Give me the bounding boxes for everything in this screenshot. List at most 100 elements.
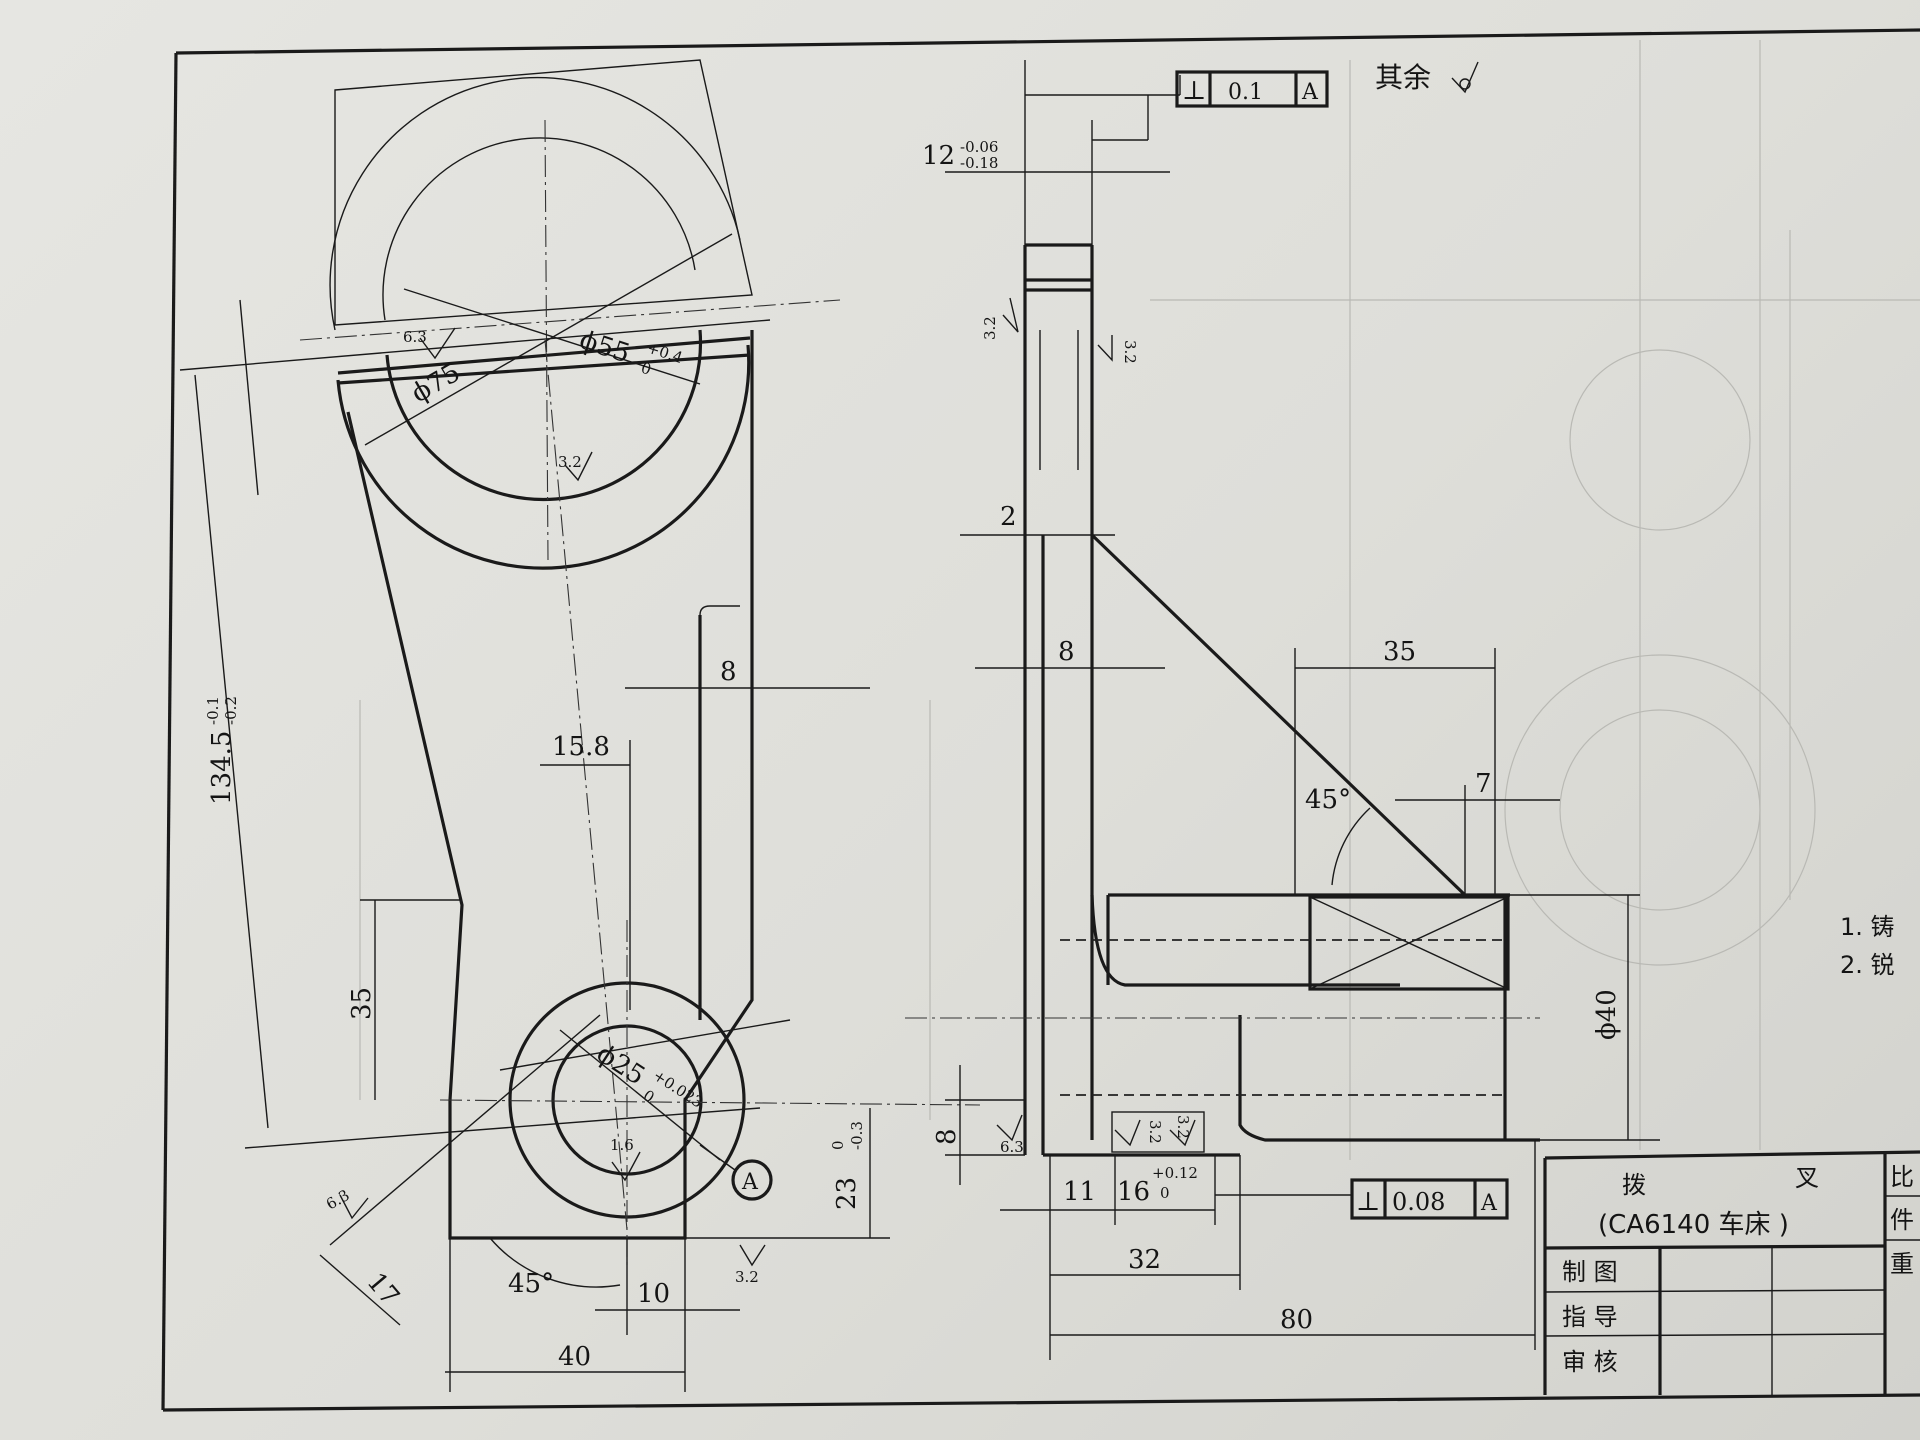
label-23-tol-up: 0 bbox=[829, 1140, 847, 1150]
phi25-leader bbox=[559, 1029, 721, 1161]
label-7: 7 bbox=[1475, 769, 1492, 799]
ext-bottom-134 bbox=[244, 1107, 761, 1149]
gdt-top-value: 0.1 bbox=[1228, 80, 1263, 105]
dim-134-line bbox=[194, 374, 269, 1129]
label-17: 17 bbox=[361, 1267, 405, 1312]
fork-split-line-b bbox=[337, 336, 751, 375]
title-block-top bbox=[1544, 1150, 1920, 1160]
title-block: 拨 叉 (CA6140 车床 ) 制 图 指 导 审 核 比 件 重 bbox=[1543, 1150, 1920, 1395]
rib-top bbox=[699, 605, 740, 616]
label-12: 12 bbox=[922, 141, 955, 171]
outer-arc bbox=[336, 344, 751, 570]
datum-a-leader bbox=[699, 1144, 736, 1171]
label-15-8: 15.8 bbox=[552, 732, 610, 762]
label-134-5: 134.5 bbox=[207, 731, 237, 805]
part-subtitle: (CA6140 车床 ) bbox=[1598, 1210, 1789, 1240]
side-view bbox=[905, 60, 1660, 1360]
gdt-bottom-datum: A bbox=[1480, 1191, 1498, 1216]
quantity-label: 件 bbox=[1890, 1206, 1914, 1234]
background-bleed-lines bbox=[359, 40, 1920, 1160]
label-16-tol-up: +0.12 bbox=[1152, 1164, 1198, 1182]
centerline-arc-horizontal bbox=[299, 299, 841, 341]
gdt-frame-bottom-box bbox=[1350, 1178, 1509, 1220]
keyway-cross-b bbox=[1309, 896, 1509, 990]
fork-split-line-a bbox=[337, 353, 751, 385]
label-8: 8 bbox=[720, 657, 737, 687]
weight-label: 重 bbox=[1890, 1250, 1914, 1278]
title-block-row2 bbox=[1544, 1289, 1886, 1293]
technical-notes: 1. 铸 2. 锐 bbox=[1840, 913, 1895, 979]
gdt-perp-icon: ⊥ bbox=[1356, 1187, 1380, 1217]
label-2: 2 bbox=[1000, 502, 1017, 532]
part-name-1: 拨 bbox=[1622, 1171, 1646, 1199]
title-block-row3 bbox=[1544, 1333, 1886, 1337]
roughness-symbol bbox=[1169, 1119, 1196, 1147]
arm-outline bbox=[346, 330, 754, 1240]
title-block-row1 bbox=[1544, 1244, 1886, 1250]
body-upper-fillet bbox=[1090, 894, 1400, 987]
roughness-symbol bbox=[996, 1114, 1023, 1142]
inner-arc bbox=[385, 329, 703, 502]
label-40: 40 bbox=[558, 1342, 591, 1372]
label-phi40: ϕ40 bbox=[1592, 989, 1622, 1040]
chamfer-leader bbox=[329, 1014, 601, 1246]
gdt-frame-top: ⊥ 0.1 A bbox=[1175, 70, 1329, 108]
side-view-labels: 其余 12 -0.06 -0.18 2 8 35 7 45° ϕ40 8 11 … bbox=[922, 61, 1622, 1335]
label-16-tol-low: 0 bbox=[1160, 1184, 1170, 1202]
label-12-tol-up: -0.06 bbox=[960, 138, 998, 156]
datum-a-circle bbox=[731, 1159, 773, 1201]
roughness-symbol bbox=[611, 1151, 641, 1182]
row-guide-label: 指 导 bbox=[1562, 1303, 1618, 1331]
label-35-side: 35 bbox=[1383, 637, 1416, 667]
label-23: 23 bbox=[832, 1177, 862, 1210]
front-view bbox=[179, 59, 981, 1392]
roughness-3-2: 3.2 bbox=[1146, 1120, 1164, 1144]
roughness-symbol bbox=[1114, 1119, 1141, 1147]
row-drawn-label: 制 图 bbox=[1562, 1258, 1618, 1286]
label-phi25-tol-up: +0.023 bbox=[650, 1066, 706, 1111]
inner-arc-phantom bbox=[382, 137, 696, 321]
angle-45-arc-side bbox=[1331, 807, 1371, 886]
gdt-top-datum: A bbox=[1301, 80, 1319, 105]
gdt-frame-top-box bbox=[1175, 70, 1329, 108]
roughness-box bbox=[1111, 1111, 1205, 1153]
gdt-bottom-value: 0.08 bbox=[1392, 1188, 1445, 1216]
roughness-3-2: 3.2 bbox=[558, 453, 582, 471]
label-phi25-tol-low: 0 bbox=[640, 1086, 658, 1106]
note-2: 2. 锐 bbox=[1840, 951, 1895, 979]
gdt-frame-bottom: ⊥ 0.08 A bbox=[1350, 1178, 1509, 1220]
roughness-3-2: 3.2 bbox=[1121, 340, 1139, 364]
label-12-tol-low: -0.18 bbox=[960, 154, 998, 172]
roughness-symbol bbox=[1451, 61, 1479, 94]
note-1: 1. 铸 bbox=[1840, 913, 1895, 941]
roughness-symbol bbox=[1002, 297, 1019, 333]
label-10: 10 bbox=[637, 1279, 670, 1309]
datum-a-label: A bbox=[741, 1170, 759, 1195]
centerline-hub-horizontal bbox=[439, 1099, 981, 1106]
border-bottom bbox=[162, 1393, 1920, 1412]
border-top bbox=[175, 28, 1920, 55]
row-review-label: 审 核 bbox=[1562, 1348, 1618, 1376]
roughness-3-2: 3.2 bbox=[735, 1268, 759, 1286]
phi25-extension bbox=[499, 1019, 791, 1071]
label-35: 35 bbox=[347, 987, 377, 1020]
surface-note-label: 其余 bbox=[1375, 61, 1431, 94]
angle-45-arc bbox=[489, 1237, 621, 1288]
gusset-diagonal bbox=[1090, 533, 1467, 897]
ext-top-134 bbox=[179, 319, 771, 371]
removed-section-outline bbox=[334, 59, 753, 326]
phi75-leader bbox=[364, 233, 733, 446]
label-45deg: 45° bbox=[508, 1269, 554, 1299]
label-16: 16 bbox=[1117, 1177, 1150, 1207]
roughness-1-6: 1.6 bbox=[610, 1136, 634, 1154]
roughness-6-3: 6.3 bbox=[1000, 1138, 1024, 1156]
roughness-symbol bbox=[739, 1244, 766, 1267]
roughness-symbol bbox=[1097, 335, 1113, 362]
label-134-5-tol-low: -0.2 bbox=[222, 696, 240, 725]
part-name-2: 叉 bbox=[1795, 1164, 1819, 1192]
dim-left-tick bbox=[239, 299, 259, 496]
label-8-low: 8 bbox=[932, 1128, 962, 1145]
roughness-symbol bbox=[564, 451, 593, 482]
